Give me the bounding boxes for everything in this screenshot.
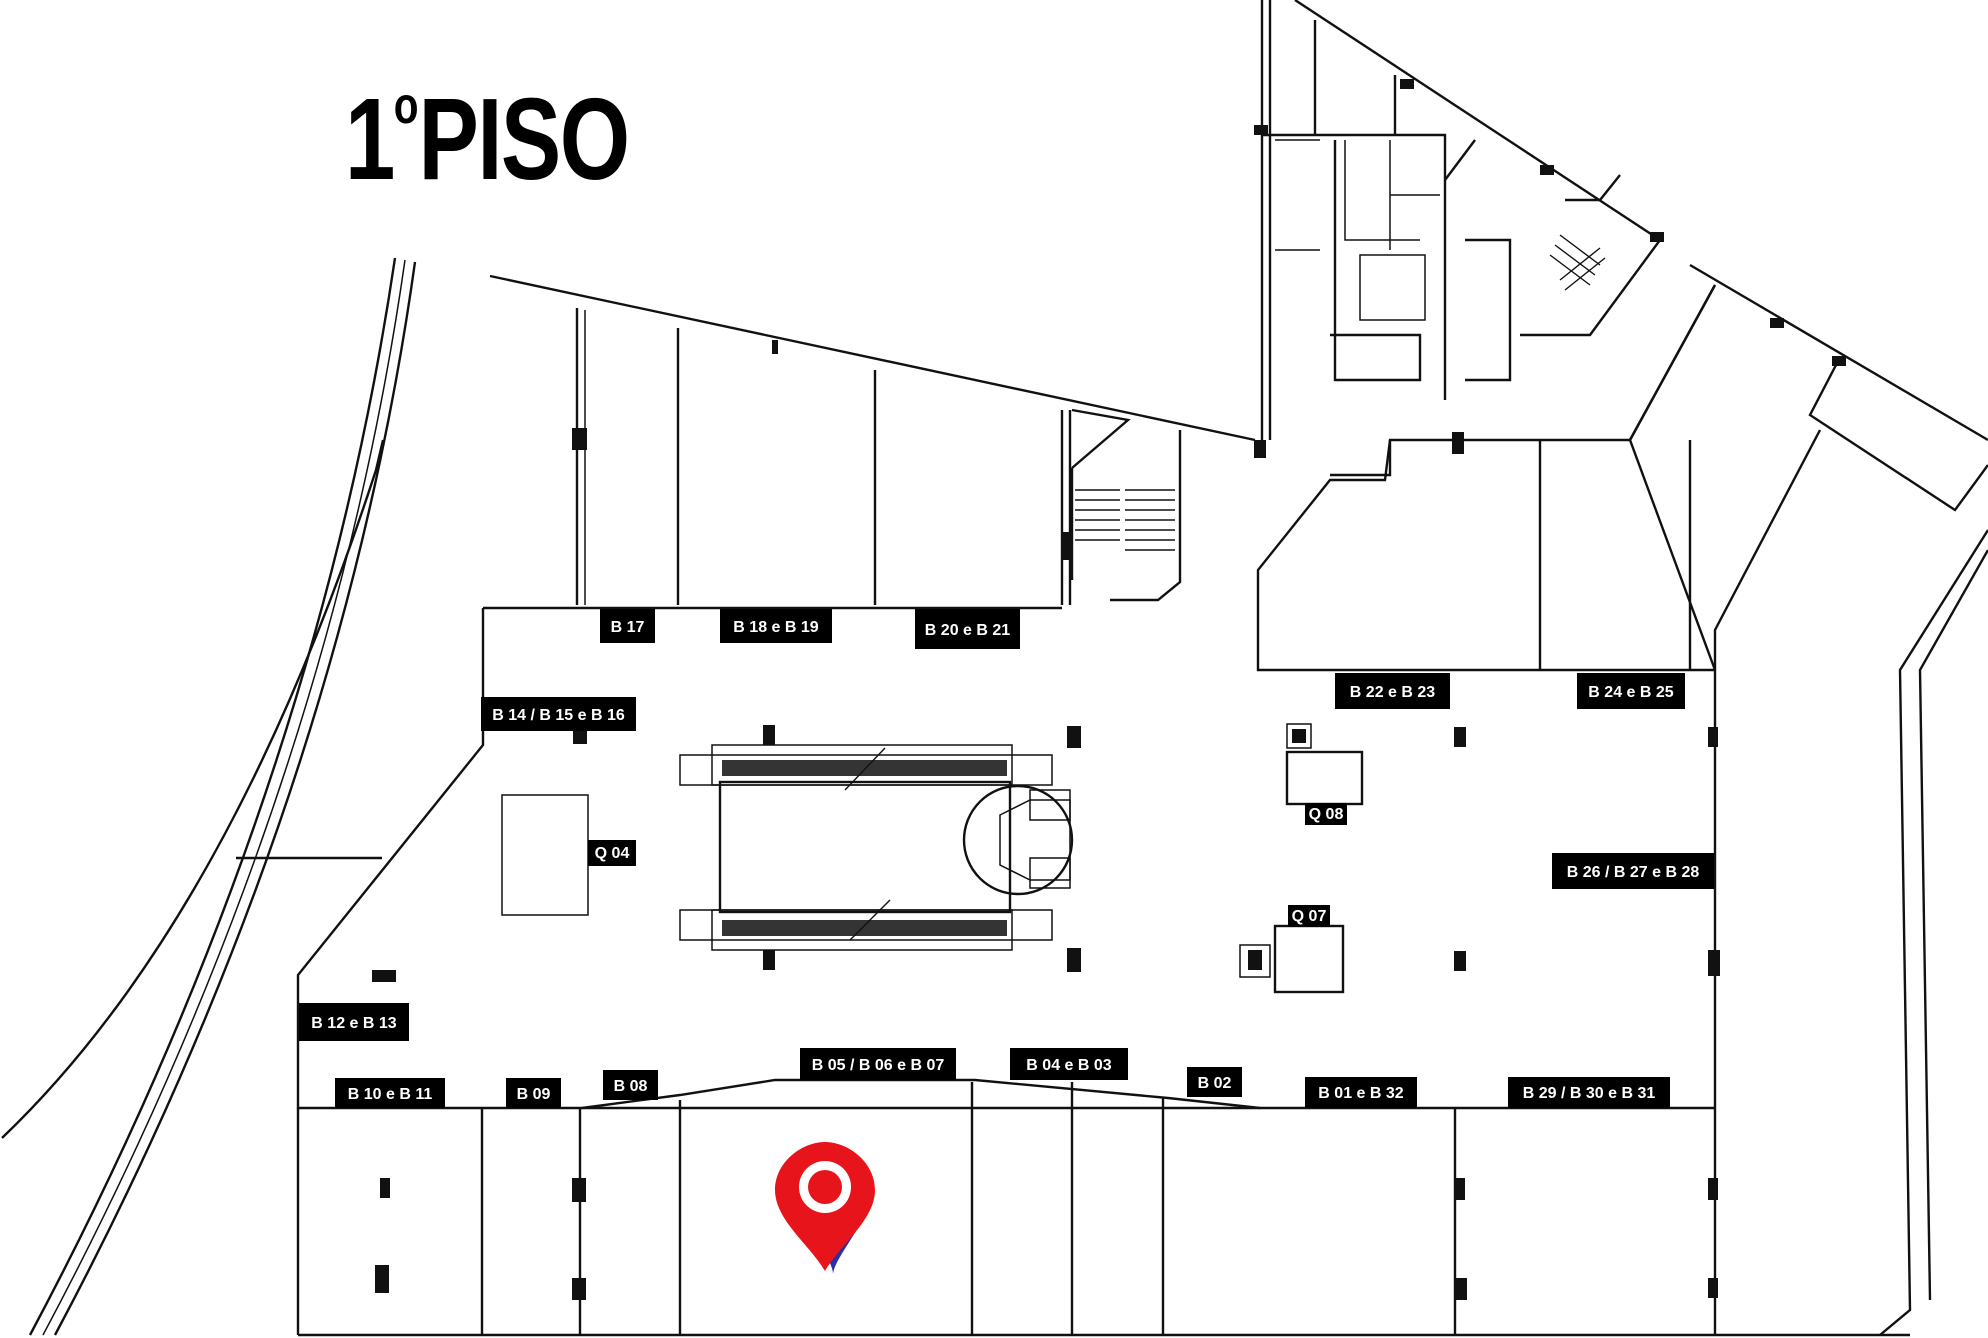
svg-text:B 02: B 02 — [1198, 1075, 1232, 1092]
store-label-b02[interactable]: B 02 — [1187, 1067, 1242, 1097]
escalator-atrium — [679, 725, 1074, 970]
store-label-b26-b28[interactable]: B 26 / B 27 e B 28 — [1552, 853, 1714, 889]
svg-text:B 05 / B 06 e B 07: B 05 / B 06 e B 07 — [812, 1057, 945, 1074]
staircases — [1075, 234, 1606, 551]
store-label-b01-b32[interactable]: B 01 e B 32 — [1305, 1077, 1417, 1108]
store-label-b08[interactable]: B 08 — [603, 1070, 658, 1100]
svg-text:B 12 e B 13: B 12 e B 13 — [311, 1015, 396, 1032]
store-label-q08[interactable]: Q 08 — [1305, 803, 1347, 825]
store-label-b24-b25[interactable]: B 24 e B 25 — [1577, 673, 1685, 709]
store-labels: B 17 B 18 e B 19 B 20 e B 21 B 14 / B 15… — [299, 609, 1714, 1108]
svg-text:B 01 e B 32: B 01 e B 32 — [1318, 1085, 1403, 1102]
floor-title-number: 1 — [345, 74, 395, 204]
svg-text:B 10 e B 11: B 10 e B 11 — [348, 1086, 433, 1103]
pillars — [372, 79, 1846, 1300]
store-label-b14-b16[interactable]: B 14 / B 15 e B 16 — [481, 697, 636, 731]
store-label-b12-b13[interactable]: B 12 e B 13 — [299, 1003, 409, 1041]
store-label-b18-b19[interactable]: B 18 e B 19 — [720, 609, 832, 643]
svg-text:B 29 / B 30 e B 31: B 29 / B 30 e B 31 — [1523, 1085, 1656, 1102]
svg-text:B 18 e B 19: B 18 e B 19 — [733, 619, 818, 636]
svg-text:Q 07: Q 07 — [1292, 908, 1327, 925]
svg-text:B 09: B 09 — [517, 1086, 551, 1103]
store-label-b29-b31[interactable]: B 29 / B 30 e B 31 — [1508, 1077, 1670, 1108]
floor-title: 1oPISO — [345, 77, 630, 197]
floor-title-word: PISO — [418, 74, 631, 204]
store-label-b04-b03[interactable]: B 04 e B 03 — [1010, 1048, 1128, 1080]
store-label-b22-b23[interactable]: B 22 e B 23 — [1335, 673, 1450, 709]
store-label-q07[interactable]: Q 07 — [1288, 905, 1330, 927]
store-label-b10-b11[interactable]: B 10 e B 11 — [335, 1078, 445, 1108]
svg-text:B 08: B 08 — [614, 1078, 648, 1095]
svg-text:B 04 e B 03: B 04 e B 03 — [1026, 1057, 1111, 1074]
svg-text:Q 04: Q 04 — [595, 845, 630, 862]
svg-text:B 26 / B 27 e B 28: B 26 / B 27 e B 28 — [1567, 864, 1700, 881]
store-label-q04[interactable]: Q 04 — [588, 840, 636, 866]
store-label-b20-b21[interactable]: B 20 e B 21 — [915, 609, 1020, 649]
location-pin-icon — [775, 1142, 875, 1274]
svg-text:B 17: B 17 — [611, 619, 645, 636]
store-label-b17[interactable]: B 17 — [600, 609, 655, 643]
svg-text:Q 08: Q 08 — [1309, 806, 1344, 823]
store-label-b09[interactable]: B 09 — [506, 1078, 561, 1108]
svg-text:B 24 e B 25: B 24 e B 25 — [1588, 684, 1673, 701]
floor-title-ordinal: o — [393, 77, 419, 135]
store-label-b05-b07[interactable]: B 05 / B 06 e B 07 — [800, 1048, 956, 1080]
svg-text:B 22 e B 23: B 22 e B 23 — [1350, 684, 1435, 701]
svg-text:B 20 e B 21: B 20 e B 21 — [925, 622, 1010, 639]
svg-text:B 14 / B 15 e B 16: B 14 / B 15 e B 16 — [492, 707, 625, 724]
